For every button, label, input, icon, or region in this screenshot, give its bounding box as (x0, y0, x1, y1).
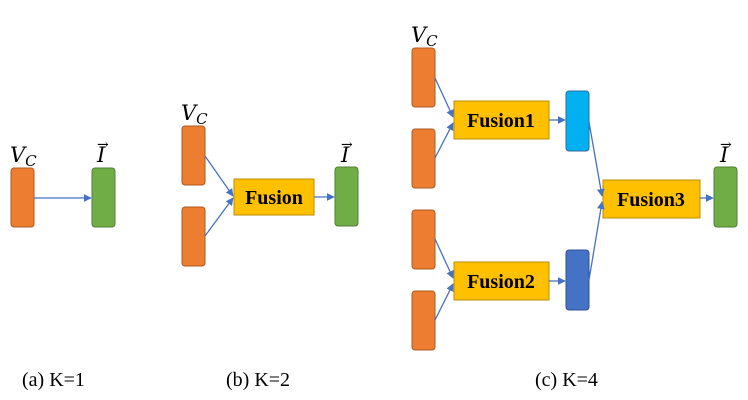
input-block-c1 (411, 47, 436, 108)
input-block-c4 (411, 290, 436, 351)
output-block-b (334, 166, 359, 227)
fusion1-box (453, 100, 550, 140)
edge-c-intermediate2-fusion3 (588, 201, 605, 281)
output-arrow-b: → (341, 137, 353, 153)
input-block-a (10, 167, 35, 228)
input-label-b: VC (181, 101, 208, 128)
input-block-c3 (411, 209, 436, 270)
edge-c-intermediate1-fusion3 (588, 121, 605, 197)
edge-c-input3-fusion2 (434, 238, 454, 279)
panel-a: VC I → (a) K=1 (10, 137, 116, 391)
fusion3-box (602, 179, 701, 219)
caption-b: (b) K=2 (226, 369, 290, 391)
intermediate-block-2 (565, 249, 590, 311)
input-label-a: VC (10, 143, 37, 170)
input-block-c2 (411, 128, 436, 189)
input-block-b1 (181, 125, 206, 186)
output-label-b: I (340, 143, 350, 167)
edge-b-input1-fusion (204, 155, 234, 197)
panel-c: VC Fusion1 Fusion2 Fusion3 I → (c) K=4 (411, 23, 738, 391)
caption-a: (a) K=1 (22, 369, 85, 391)
input-label-c: VC (411, 23, 438, 50)
fusion1-label: Fusion1 (467, 110, 535, 132)
output-block-c (713, 166, 738, 228)
fusion2-label: Fusion2 (467, 271, 535, 293)
output-label-a: I (96, 143, 106, 167)
output-label-c: I (719, 143, 729, 167)
output-arrow-a: → (97, 137, 109, 153)
caption-c: (c) K=4 (535, 369, 598, 391)
output-arrow-c: → (720, 137, 732, 153)
output-block-a (91, 167, 116, 228)
fusion-box-b (233, 178, 315, 216)
intermediate-block-1 (565, 90, 590, 152)
fusion3-label: Fusion3 (617, 189, 685, 211)
edge-c-input1-fusion1 (434, 77, 454, 118)
panel-b: VC Fusion I → (b) K=2 (181, 101, 359, 391)
fusion2-box (453, 261, 550, 301)
fusion-label-b: Fusion (245, 187, 303, 209)
edge-c-input2-fusion1 (434, 122, 454, 159)
edge-b-input2-fusion (204, 197, 234, 237)
edge-c-input4-fusion2 (434, 283, 454, 321)
input-block-b2 (181, 206, 206, 267)
